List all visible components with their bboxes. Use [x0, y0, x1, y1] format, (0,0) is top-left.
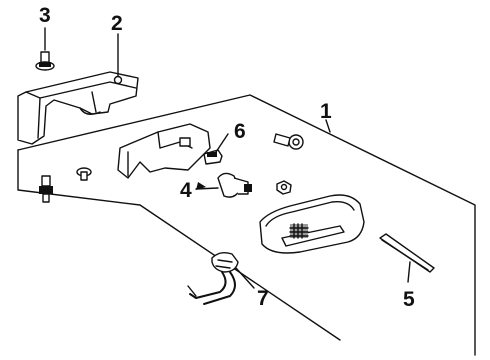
callout-5: 5	[403, 288, 415, 311]
side-marker-lens	[259, 194, 365, 254]
bulb-socket	[217, 172, 252, 198]
connector-clip	[203, 149, 223, 165]
wiring-socket	[187, 251, 239, 305]
assembly-panel-outline	[17, 94, 476, 356]
callout-leaders	[44, 27, 411, 289]
housing-screw	[273, 133, 304, 150]
lamp-housing	[117, 123, 211, 179]
bracket-bolt	[35, 51, 55, 71]
callout-3: 3	[39, 4, 51, 27]
callout-4: 4	[180, 179, 192, 202]
hex-nut	[276, 180, 292, 195]
lens-grid	[289, 223, 309, 239]
mounting-bracket	[17, 71, 139, 145]
bolt-left	[39, 175, 53, 203]
callout-1: 1	[320, 100, 332, 123]
callout-7: 7	[257, 287, 269, 310]
callout-2: 2	[111, 12, 123, 35]
mounting-stud	[379, 233, 435, 273]
screw-small	[76, 167, 92, 181]
callout-6: 6	[234, 120, 246, 143]
